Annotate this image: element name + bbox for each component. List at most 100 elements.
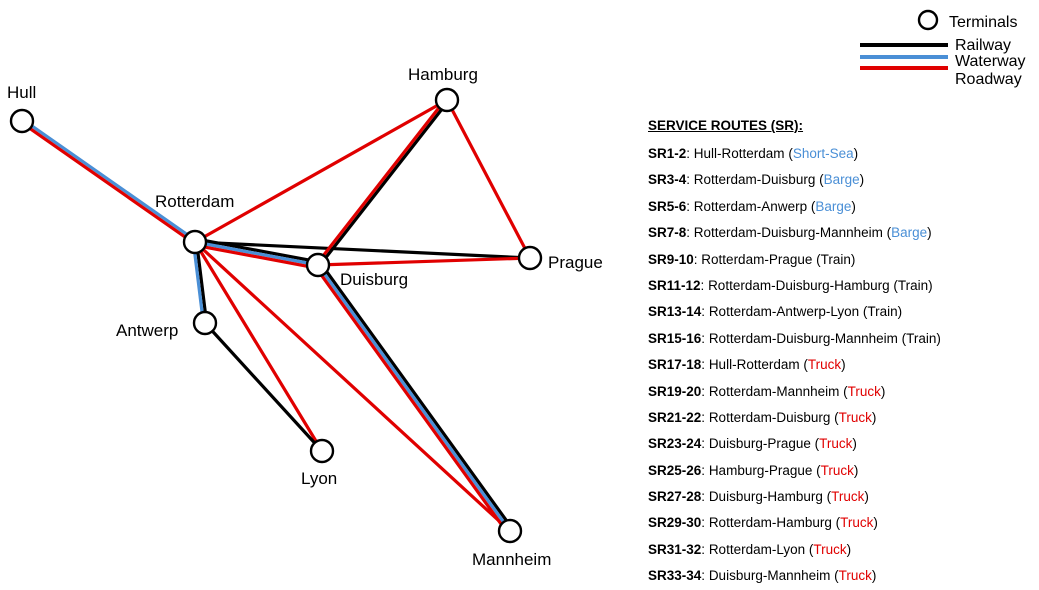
route-code: SR23-24 <box>648 436 702 452</box>
route-mode: Truck <box>847 383 881 399</box>
route-row: SR1-2: Hull-Rotterdam (Short-Sea) <box>648 146 859 161</box>
link-duisburg-mannheim-waterway <box>316 263 512 533</box>
link-hamburg-duisburg-roadway <box>315 97 448 266</box>
terminal-lyon <box>309 438 335 464</box>
route-path: Rotterdam-Anwerp <box>693 198 808 214</box>
link-antwerp-lyon-railway <box>203 321 324 453</box>
route-mode: Barge <box>891 225 928 241</box>
route-row: SR15-16: Rotterdam-Duisburg-Mannheim (Tr… <box>648 330 941 346</box>
terminal-label-rotterdam: Rotterdam <box>155 192 234 211</box>
route-mode: Barge <box>823 172 860 188</box>
route-mode: Truck <box>840 515 874 531</box>
link-rotterdam-lyon-roadway <box>193 240 324 453</box>
route-code: SR21-22 <box>648 409 702 425</box>
route-mode: Barge <box>815 198 852 214</box>
terminal-label-duisburg: Duisburg <box>340 270 408 289</box>
link-hull-rotterdam-roadway <box>19 120 196 245</box>
route-code: SR31-32 <box>648 541 702 557</box>
route-path: Rotterdam-Lyon <box>708 541 806 557</box>
route-code: SR1-2 <box>648 146 687 161</box>
route-rows: SR1-2: Hull-Rotterdam (Short-Sea) SR3-4: … <box>648 141 1038 590</box>
route-code: SR29-30 <box>648 515 702 531</box>
route-mode: Train <box>897 277 929 293</box>
route-path: Rotterdam-Antwerp-Lyon <box>708 304 860 320</box>
route-code: SR17-18 <box>648 357 702 373</box>
route-path: Duisburg-Mannheim <box>708 568 831 584</box>
terminal-rotterdam <box>182 229 208 255</box>
link-rotterdam-antwerp-railway <box>194 240 209 325</box>
legend-label-terminals: Terminals <box>949 14 1017 31</box>
terminal-label-lyon: Lyon <box>301 469 337 488</box>
route-row: SR17-18: Hull-Rotterdam (Truck) <box>648 357 846 373</box>
route-row: SR27-28: Duisburg-Hamburg (Truck) <box>648 489 869 505</box>
route-mode: Truck <box>820 462 854 478</box>
route-path: Rotterdam-Mannheim <box>708 383 840 399</box>
terminal-label-mannheim: Mannheim <box>472 550 551 569</box>
link-rotterdam-antwerp-waterway <box>191 240 206 325</box>
route-path: Rotterdam-Prague <box>701 251 813 267</box>
terminal-mannheim <box>497 518 523 544</box>
terminal-antwerp <box>192 310 218 336</box>
route-row: SR21-22: Rotterdam-Duisburg (Truck) <box>648 409 877 425</box>
route-path: Hamburg-Prague <box>708 462 813 478</box>
route-row: SR9-10: Rotterdam-Prague (Train) <box>648 251 856 267</box>
link-rotterdam-prague-railway <box>193 240 532 260</box>
route-code: SR15-16 <box>648 330 702 346</box>
route-code: SR13-14 <box>648 304 702 320</box>
legend-label-roadway: Roadway <box>955 71 1022 88</box>
route-row: SR7-8: Rotterdam-Duisburg-Mannheim (Barg… <box>648 225 932 241</box>
route-path: Rotterdam-Duisburg-Mannheim <box>708 330 898 346</box>
route-code: SR27-28 <box>648 489 702 505</box>
route-mode: Truck <box>831 489 865 505</box>
link-rotterdam-duisburg-railway <box>193 237 321 264</box>
route-path: Rotterdam-Hamburg <box>708 515 832 531</box>
route-mode: Train <box>867 304 898 320</box>
route-mode: Train <box>820 251 851 267</box>
route-row: SR19-20: Rotterdam-Mannheim (Truck) <box>648 383 886 399</box>
link-duisburg-mannheim-railway <box>318 261 515 531</box>
route-code: SR33-34 <box>648 568 702 584</box>
network-links <box>19 97 532 535</box>
route-mode: Truck <box>838 409 872 425</box>
link-duisburg-mannheim-roadway <box>313 265 510 535</box>
route-row: SR31-32: Rotterdam-Lyon (Truck) <box>648 541 852 557</box>
route-code: SR5-6 <box>648 198 687 214</box>
route-path: Hull-Rotterdam <box>693 146 785 161</box>
link-rotterdam-duisburg-roadway <box>192 243 320 270</box>
route-row: SR5-6: Rotterdam-Anwerp (Barge) <box>648 198 856 214</box>
route-code: SR25-26 <box>648 462 702 478</box>
route-path: Duisburg-Hamburg <box>708 489 823 505</box>
route-mode: Truck <box>819 436 853 452</box>
terminal-label-prague: Prague <box>548 253 603 272</box>
route-code: SR11-12 <box>648 277 701 293</box>
route-path: Rotterdam-Duisburg-Mannheim <box>693 225 883 241</box>
terminal-prague <box>517 245 543 271</box>
route-code: SR7-8 <box>648 225 687 241</box>
link-duisburg-prague-roadway <box>316 256 532 267</box>
legend-label-railway: Railway <box>955 37 1011 54</box>
route-mode: Train <box>906 330 937 346</box>
route-code: SR3-4 <box>648 172 687 188</box>
route-row: SR29-30: Rotterdam-Hamburg (Truck) <box>648 515 878 531</box>
route-row: SR33-34: Duisburg-Mannheim (Truck) <box>648 568 877 584</box>
route-path: Hull-Rotterdam <box>708 357 800 373</box>
terminal-duisburg <box>305 252 331 278</box>
terminal-hull <box>9 108 35 134</box>
route-code: SR9-10 <box>648 251 694 267</box>
link-rotterdam-mannheim-roadway <box>193 240 512 533</box>
service-routes-title: SERVICE ROUTES (SR): <box>648 118 804 133</box>
terminal-label-antwerp: Antwerp <box>116 321 178 340</box>
route-mode: Short-Sea <box>792 146 854 161</box>
link-rotterdam-hamburg-roadway <box>193 98 449 244</box>
link-hull-rotterdam-waterway <box>21 118 198 243</box>
route-row: SR3-4: Rotterdam-Duisburg (Barge) <box>648 172 865 188</box>
route-row: SR11-12: Rotterdam-Duisburg-Hamburg (Tra… <box>648 277 933 293</box>
legend-label-waterway: Waterway <box>955 53 1026 70</box>
route-row: SR13-14: Rotterdam-Antwerp-Lyon (Train) <box>648 304 903 320</box>
route-mode: Truck <box>807 357 842 373</box>
route-path: Rotterdam-Duisburg <box>693 172 816 188</box>
route-path: Rotterdam-Duisburg-Hamburg <box>708 277 890 293</box>
route-row: SR25-26: Hamburg-Prague (Truck) <box>648 462 859 478</box>
